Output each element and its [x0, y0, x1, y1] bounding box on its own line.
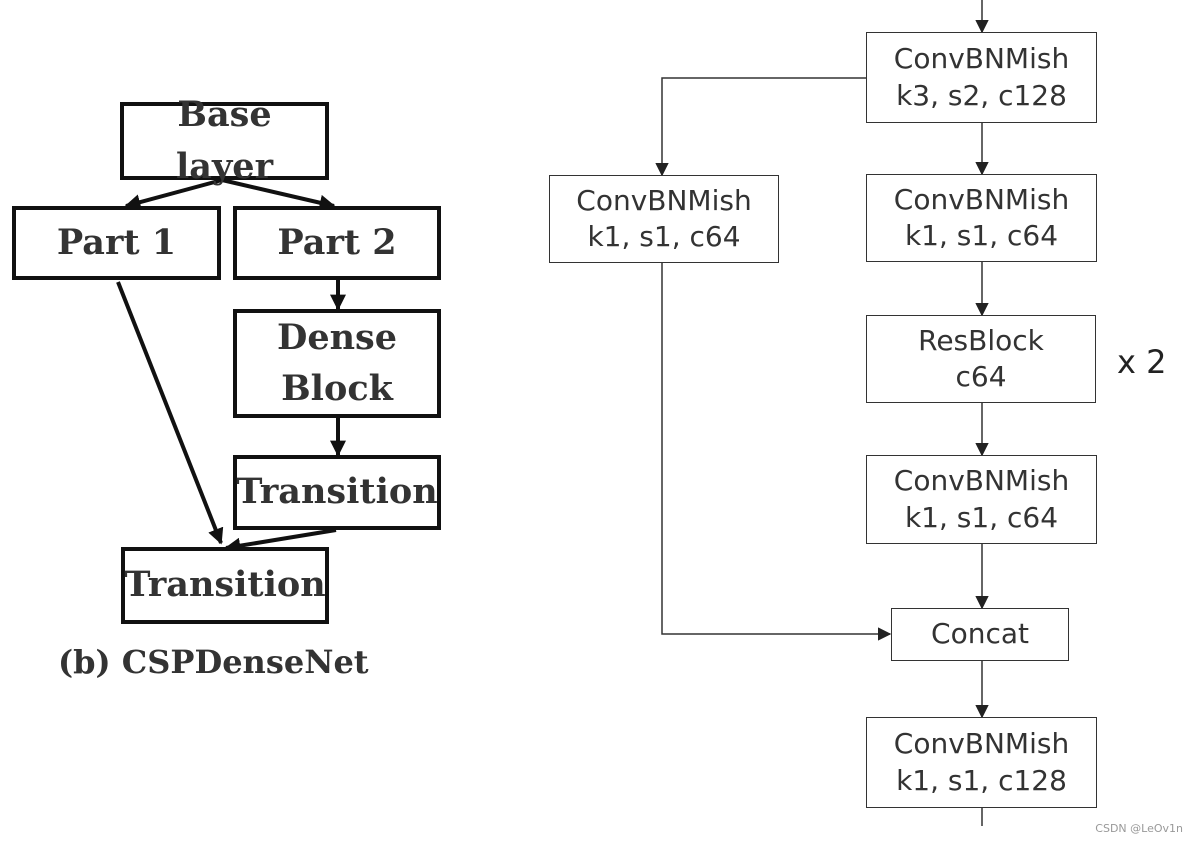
conv-main-params: k1, s1, c64 — [904, 219, 1059, 252]
conv-top-params: k3, s2, c128 — [896, 78, 1067, 112]
dense-block-box: Dense Block — [233, 309, 441, 418]
dense-block-label-line2: Block — [281, 367, 393, 409]
conv-split-box: ConvBNMish k1, s1, c64 — [549, 175, 779, 263]
conv-after-params: k1, s1, c64 — [904, 500, 1059, 534]
part2-label: Part 2 — [277, 221, 397, 263]
transition-inner-box: Transition — [233, 455, 441, 530]
arrow-conv-top-to-split — [655, 77, 866, 177]
concat-label: Concat — [931, 617, 1029, 651]
arrow-base-to-part2 — [221, 178, 336, 211]
conv-out-box: ConvBNMish k1, s1, c128 — [866, 717, 1097, 808]
part2-box: Part 2 — [233, 206, 441, 280]
arrow-transition-to-final-transition — [224, 528, 337, 554]
arrow-part1-to-final-transition — [116, 281, 224, 545]
transition-inner-label: Transition — [236, 471, 438, 513]
conv-after-name: ConvBNMish — [893, 464, 1070, 498]
transition-final-label: Transition — [124, 564, 326, 606]
repeat-label: x 2 — [1117, 343, 1167, 381]
conv-main-box: ConvBNMish k1, s1, c64 — [866, 174, 1097, 262]
watermark: CSDN @LeOv1n — [1095, 822, 1183, 835]
conv-top-box: ConvBNMish k3, s2, c128 — [866, 32, 1097, 123]
arrow-split-to-concat — [661, 263, 892, 641]
concat-box: Concat — [891, 608, 1069, 661]
part1-box: Part 1 — [12, 206, 221, 280]
conv-split-params: k1, s1, c64 — [587, 220, 741, 253]
conv-top-name: ConvBNMish — [893, 42, 1070, 76]
arrow-base-to-part1 — [124, 178, 223, 210]
transition-final-box: Transition — [121, 547, 329, 624]
conv-out-params: k1, s1, c128 — [896, 763, 1067, 797]
base-layer-label: Base layer — [175, 93, 274, 188]
resblock-params: c64 — [955, 360, 1007, 393]
conv-split-name: ConvBNMish — [576, 183, 752, 217]
conv-after-box: ConvBNMish k1, s1, c64 — [866, 455, 1097, 544]
conv-main-name: ConvBNMish — [893, 182, 1070, 216]
part1-label: Part 1 — [56, 221, 177, 263]
resblock-name: ResBlock — [918, 323, 1044, 357]
diagram-caption: (b) CSPDenseNet — [58, 643, 369, 681]
base-layer-box: Base layer — [120, 94, 329, 187]
resblock-box: ResBlock c64 — [866, 315, 1096, 403]
conv-out-name: ConvBNMish — [893, 727, 1070, 761]
dense-block-label-line1: Dense — [276, 316, 398, 358]
